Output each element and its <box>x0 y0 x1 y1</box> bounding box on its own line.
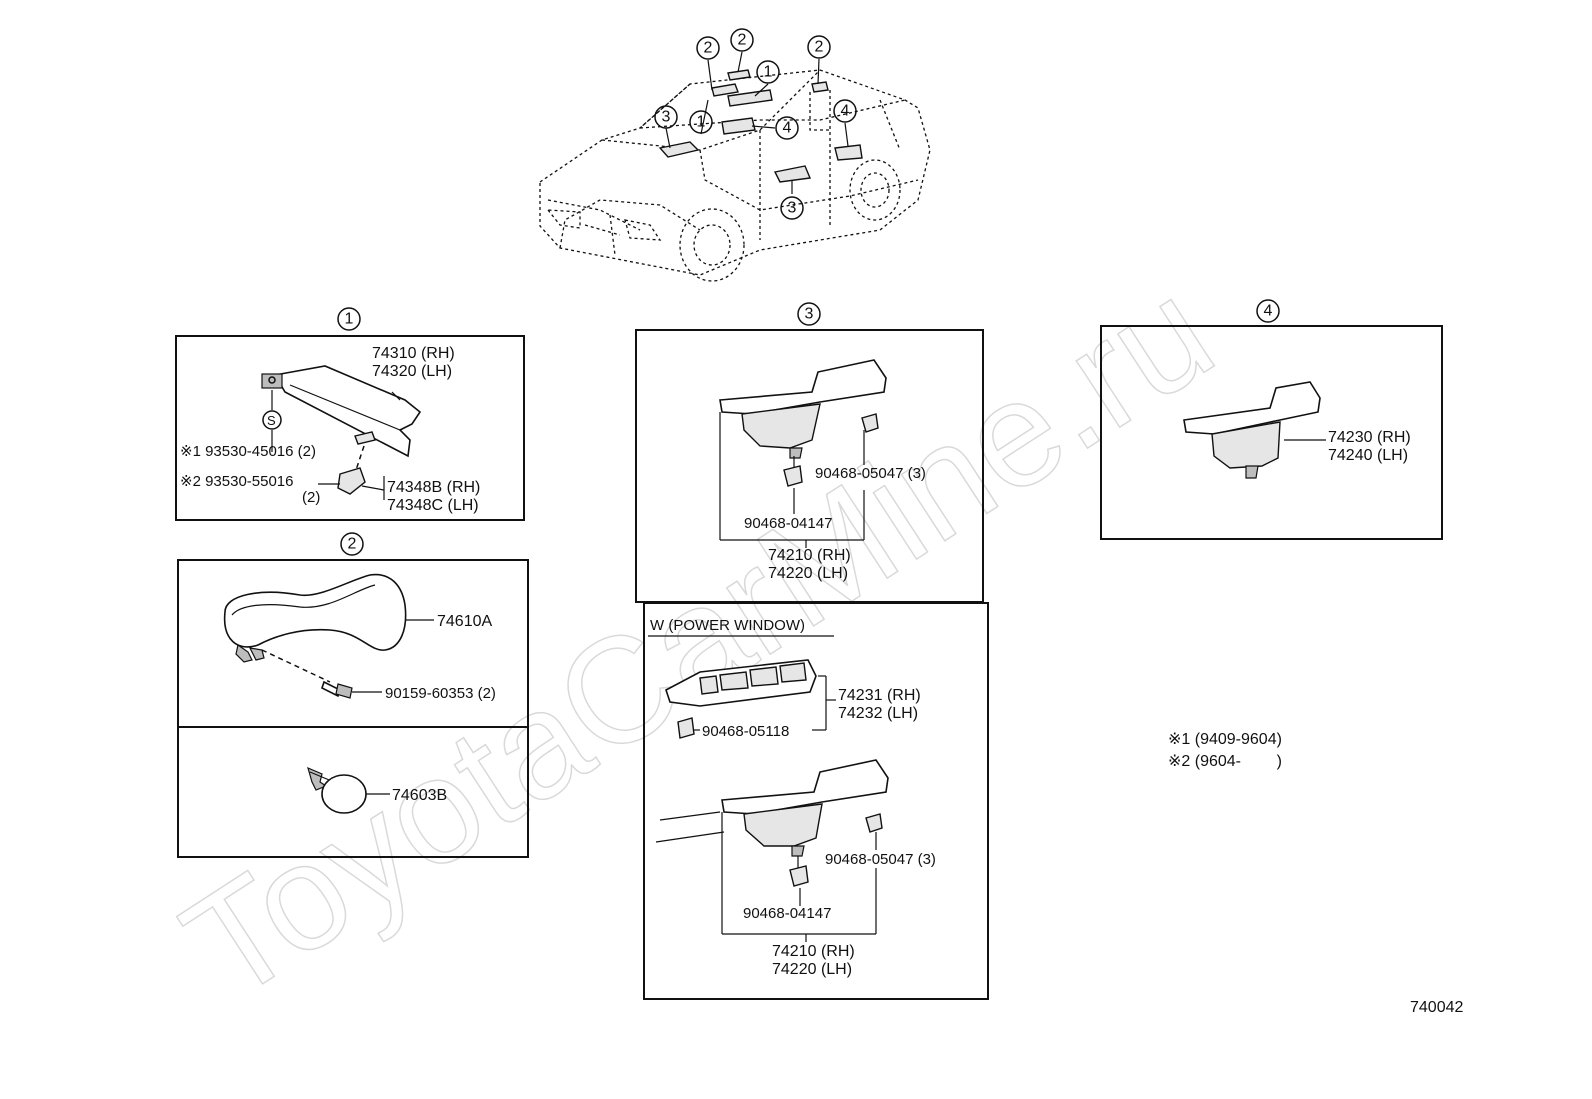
callout-4-header: 4 <box>1256 299 1280 323</box>
note-2: ※2 (9604- ) <box>1168 753 1282 770</box>
sun-visor-box <box>175 335 525 521</box>
callout-3b: 3 <box>780 196 804 220</box>
callout-1-header: 1 <box>337 307 361 331</box>
label-front-armrest-lh: 74220 (LH) <box>768 565 848 582</box>
label-armrest-clip-a: 90468-05047 (3) <box>815 465 926 482</box>
label-rear-armrest-rh: 74230 (RH) <box>1328 429 1411 446</box>
label-pw-clip-a: 90468-05047 (3) <box>825 851 936 868</box>
power-window-title: W (POWER WINDOW) <box>650 617 805 634</box>
label-grip-screw: 90159-60353 (2) <box>385 685 496 702</box>
callout-2b: 2 <box>730 28 754 52</box>
label-visor-lh: 74320 (LH) <box>372 363 452 380</box>
note-1: ※1 (9409-9604) <box>1168 731 1282 748</box>
label-rear-armrest-lh: 74240 (LH) <box>1328 447 1408 464</box>
label-holder-rh: 74348B (RH) <box>387 479 480 496</box>
callout-2-header: 2 <box>340 532 364 556</box>
figure-code: 740042 <box>1410 999 1463 1016</box>
callout-1a: 1 <box>756 60 780 84</box>
label-pw-armrest-lh: 74220 (LH) <box>772 961 852 978</box>
watermark: ToyotaCarMine.ru <box>156 246 1240 1032</box>
label-visor-rh: 74310 (RH) <box>372 345 455 362</box>
callout-1b: 1 <box>689 110 713 134</box>
svg-text:4: 4 <box>841 103 850 120</box>
svg-text:2: 2 <box>738 32 747 49</box>
label-hole-plug: 74603B <box>392 787 447 804</box>
rear-armrest-box <box>1100 325 1443 540</box>
callout-4b: 4 <box>833 99 857 123</box>
svg-text:4: 4 <box>783 120 792 137</box>
label-switch-panel-rh: 74231 (RH) <box>838 687 921 704</box>
screw-symbol: S <box>267 413 276 428</box>
label-grip: 74610A <box>437 613 492 630</box>
sun-visor-drawing <box>261 365 422 500</box>
label-pw-armrest-rh: 74210 (RH) <box>772 943 855 960</box>
svg-text:1: 1 <box>764 64 773 81</box>
power-window-box <box>643 602 989 1000</box>
label-pw-clip-b: 90468-04147 <box>743 905 831 922</box>
callout-3a: 3 <box>654 105 678 129</box>
assist-grip-drawing <box>223 573 434 699</box>
svg-text:3: 3 <box>662 109 671 126</box>
label-armrest-clip-b: 90468-04147 <box>744 515 832 532</box>
label-screw2-qty: (2) <box>302 489 320 506</box>
label-front-armrest-rh: 74210 (RH) <box>768 547 851 564</box>
rear-armrest-drawing <box>1183 381 1326 479</box>
label-holder-lh: 74348C (LH) <box>387 497 479 514</box>
svg-text:1: 1 <box>697 114 706 131</box>
front-armrest-drawing <box>719 359 887 548</box>
assist-grip-box <box>177 559 529 858</box>
label-switch-panel-lh: 74232 (LH) <box>838 705 918 722</box>
callout-2a: 2 <box>696 36 720 60</box>
svg-text:3: 3 <box>805 306 814 323</box>
callout-3-header: 3 <box>797 302 821 326</box>
svg-text:1: 1 <box>345 311 354 328</box>
hole-plug-drawing <box>307 766 390 814</box>
label-switch-panel-clip: 90468-05118 <box>702 723 789 740</box>
callout-4a: 4 <box>775 116 799 140</box>
svg-text:2: 2 <box>815 39 824 56</box>
power-window-drawing <box>655 659 889 942</box>
svg-text:2: 2 <box>704 40 713 57</box>
svg-text:3: 3 <box>788 200 797 217</box>
svg-text:2: 2 <box>348 536 357 553</box>
callout-2c: 2 <box>807 35 831 59</box>
label-screw2: ※2 93530-55016 <box>180 473 294 490</box>
svg-text:4: 4 <box>1264 303 1273 320</box>
car-overview <box>539 51 931 282</box>
label-screw1: ※1 93530-45016 (2) <box>180 443 316 460</box>
